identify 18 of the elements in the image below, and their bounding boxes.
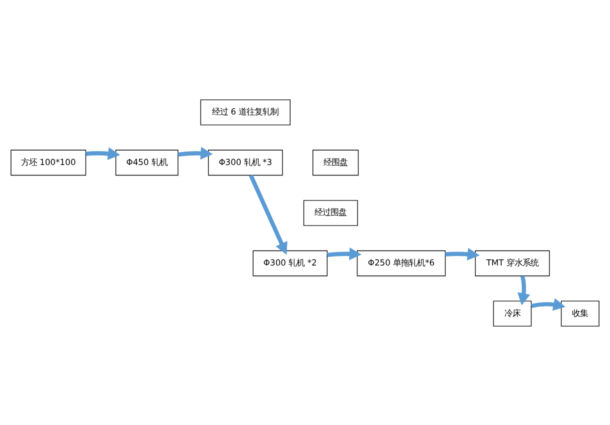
node-box: 经过 6 道往复轧制 xyxy=(200,98,290,125)
arrow xyxy=(248,174,288,254)
node-box: 经围盘 xyxy=(312,149,359,176)
node-box: Φ300 轧机 *3 xyxy=(208,149,283,176)
arrow xyxy=(178,146,213,160)
node-box: Φ300 轧机 *2 xyxy=(252,250,328,276)
node-box: Φ450 轧机 xyxy=(115,149,178,176)
arrow xyxy=(445,247,480,260)
node-box: 经过围盘 xyxy=(303,200,358,226)
node-box: TMT 穿水系统 xyxy=(474,250,550,276)
node-box: 冷床 xyxy=(493,300,532,326)
arrow xyxy=(86,146,120,160)
node-box: 收集 xyxy=(560,300,600,326)
arrow xyxy=(327,246,362,260)
node-box: 方坯 100*100 xyxy=(10,149,86,176)
arrow xyxy=(530,298,566,310)
arrow xyxy=(518,275,530,305)
node-box: Φ250 单拖轧机*6 xyxy=(356,250,446,276)
